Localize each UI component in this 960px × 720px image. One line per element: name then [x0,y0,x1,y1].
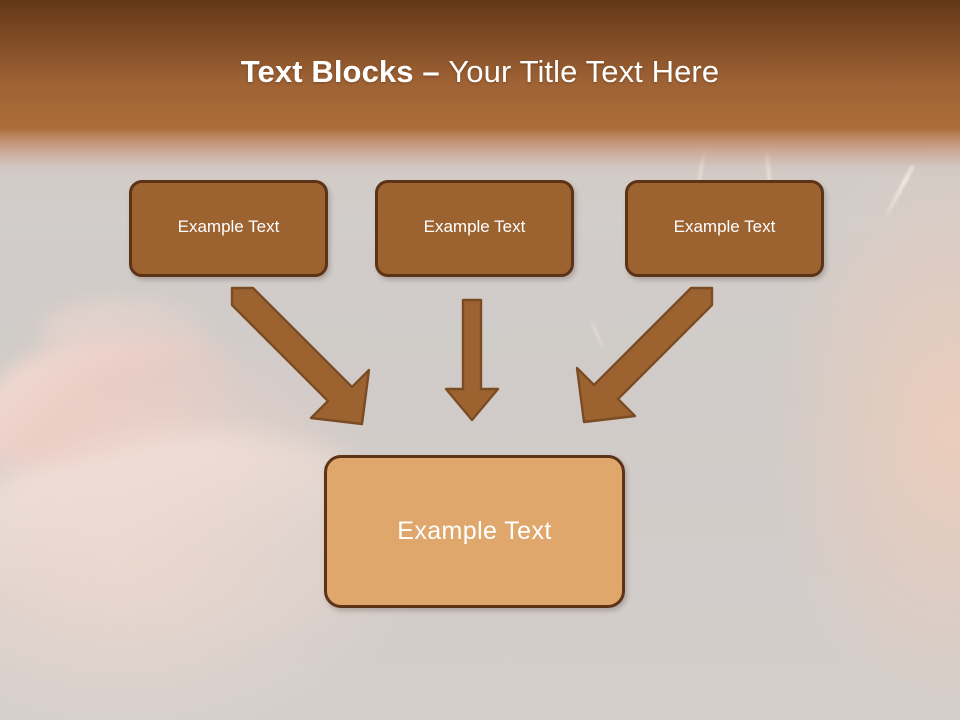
page-title: Text Blocks – Your Title Text Here [0,52,960,92]
result-text-block-label: Example Text [397,517,552,545]
page-title-strong: Text Blocks [240,54,423,89]
text-block-1[interactable]: Example Text [129,180,328,277]
page-title-dash: – [422,54,449,89]
text-block-1-label: Example Text [177,216,280,236]
text-block-2-label: Example Text [423,216,526,236]
background-skin-shape-upper [40,300,210,370]
header-fade [0,128,960,180]
result-text-block[interactable]: Example Text [324,455,625,608]
text-block-3-label: Example Text [673,216,776,236]
header-band [0,0,960,132]
page-title-light: Your Title Text Here [448,54,720,89]
text-block-2[interactable]: Example Text [375,180,574,277]
text-block-3[interactable]: Example Text [625,180,824,277]
